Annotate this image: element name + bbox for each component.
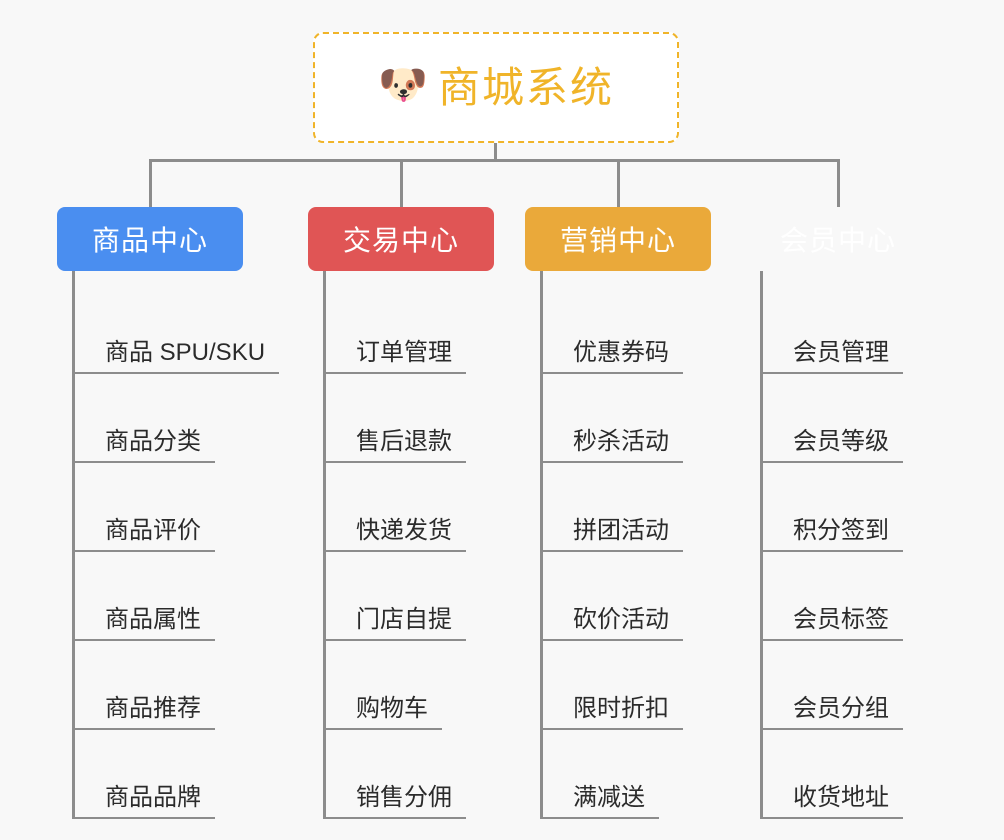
list-item[interactable]: 订单管理 (326, 285, 494, 374)
list-item[interactable]: 积分签到 (763, 463, 931, 552)
branch-header-4[interactable]: 会员中心 (779, 225, 896, 256)
connector-drop-4 (837, 159, 840, 207)
list-item[interactable]: 拼团活动 (543, 463, 711, 552)
leaf-label: 收货地址 (793, 783, 889, 811)
connector-drop-2 (400, 159, 403, 207)
leaf-label: 商品评价 (105, 516, 201, 544)
list-item[interactable]: 销售分佣 (326, 730, 494, 819)
leaf-label: 商品分类 (105, 427, 201, 455)
list-item[interactable]: 限时折扣 (543, 641, 711, 730)
leaf-label: 订单管理 (356, 338, 452, 366)
branch-header-2[interactable]: 交易中心 (308, 207, 494, 271)
leaf-label: 门店自提 (356, 605, 452, 633)
list-item[interactable]: 会员管理 (763, 285, 931, 374)
leaf-label: 商品属性 (105, 605, 201, 633)
leaf-label: 砍价活动 (573, 605, 669, 633)
branch-header-1[interactable]: 商品中心 (57, 207, 243, 271)
leaf-label: 快递发货 (356, 516, 452, 544)
shiba-dog-face-icon: 🐶 (377, 62, 428, 107)
connector-root-stem (494, 143, 497, 161)
leaf-label: 商品 SPU/SKU (105, 338, 266, 366)
leaf-label: 会员等级 (793, 427, 889, 455)
connector-drop-1 (149, 159, 152, 207)
list-item[interactable]: 商品属性 (75, 552, 279, 641)
list-item[interactable]: 快递发货 (326, 463, 494, 552)
root-title: 商城系统 (437, 63, 614, 111)
list-item[interactable]: 会员标签 (763, 552, 931, 641)
list-item[interactable]: 秒杀活动 (543, 374, 711, 463)
leaf-label: 会员管理 (793, 338, 889, 366)
leaf-label: 秒杀活动 (573, 427, 669, 455)
branch-header-3[interactable]: 营销中心 (525, 207, 711, 271)
branch-body-2: 订单管理 售后退款 快递发货 门店自提 购物车 销售分佣 (323, 271, 494, 819)
branch-body-3: 优惠券码 秒杀活动 拼团活动 砍价活动 限时折扣 满减送 (540, 271, 711, 819)
list-item[interactable]: 商品 SPU/SKU (75, 285, 280, 374)
list-item[interactable]: 商品评价 (75, 463, 279, 552)
list-item[interactable]: 砍价活动 (543, 552, 711, 641)
list-item[interactable]: 优惠券码 (543, 285, 711, 374)
list-item[interactable]: 会员分组 (763, 641, 931, 730)
branch-body-1: 商品 SPU/SKU 商品分类 商品评价 商品属性 商品推荐 商品品牌 (72, 271, 280, 819)
branch-column-4: 会员中心 会员管理 会员等级 积分签到 会员标签 会员分组 收货地址 (745, 207, 931, 819)
leaf-label: 会员分组 (793, 694, 889, 722)
list-item[interactable]: 商品品牌 (75, 730, 279, 819)
list-item[interactable]: 收货地址 (763, 730, 931, 819)
list-item[interactable]: 购物车 (326, 641, 494, 730)
leaf-label: 限时折扣 (573, 694, 669, 722)
leaf-label: 商品推荐 (105, 694, 201, 722)
leaf-label: 会员标签 (793, 605, 889, 633)
list-item[interactable]: 满减送 (543, 730, 711, 819)
list-item[interactable]: 会员等级 (763, 374, 931, 463)
root-node[interactable]: 🐶 商城系统 (313, 32, 679, 143)
leaf-label: 销售分佣 (356, 783, 452, 811)
connector-horizontal-bar (149, 159, 840, 162)
leaf-label: 商品品牌 (105, 783, 201, 811)
branch-body-4: 会员管理 会员等级 积分签到 会员标签 会员分组 收货地址 (760, 271, 931, 819)
list-item[interactable]: 门店自提 (326, 552, 494, 641)
list-item[interactable]: 商品分类 (75, 374, 279, 463)
branch-column-2: 交易中心 订单管理 售后退款 快递发货 门店自提 购物车 销售分佣 (308, 207, 494, 819)
list-item[interactable]: 商品推荐 (75, 641, 279, 730)
connector-drop-3 (617, 159, 620, 207)
leaf-label: 拼团活动 (573, 516, 669, 544)
leaf-label: 购物车 (356, 694, 428, 722)
leaf-label: 满减送 (573, 783, 645, 811)
leaf-label: 优惠券码 (573, 338, 669, 366)
leaf-label: 积分签到 (793, 516, 889, 544)
list-item[interactable]: 售后退款 (326, 374, 494, 463)
leaf-label: 售后退款 (356, 427, 452, 455)
branch-column-1: 商品中心 商品 SPU/SKU 商品分类 商品评价 商品属性 商品推荐 商品品牌 (57, 207, 280, 819)
branch-column-3: 营销中心 优惠券码 秒杀活动 拼团活动 砍价活动 限时折扣 满减送 (525, 207, 711, 819)
